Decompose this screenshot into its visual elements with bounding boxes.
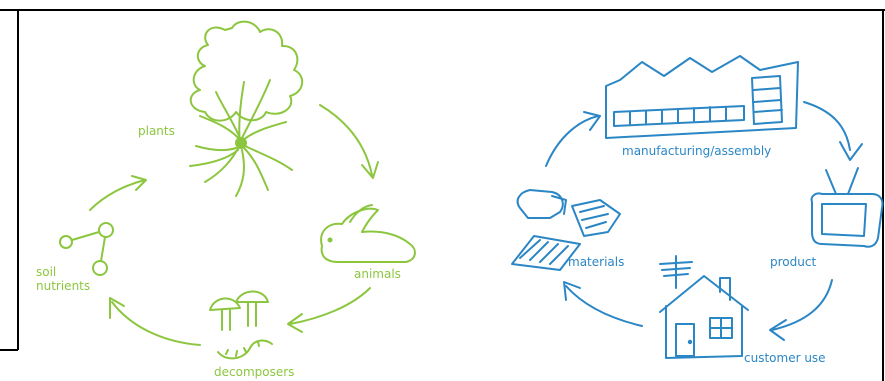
- house-icon: [659, 255, 749, 359]
- arrow-factory-to-product: [803, 101, 863, 161]
- nutrients-label: nutrients: [36, 279, 90, 293]
- animals-label: animals: [354, 267, 401, 281]
- product-label: product: [770, 255, 816, 269]
- worm-icon: [217, 339, 273, 360]
- molecule-icon: [59, 222, 114, 276]
- arrow-animals-to-decomposers: [287, 287, 371, 333]
- arrow-customer-to-materials: [563, 281, 643, 327]
- customer-use-label: customer use: [744, 351, 826, 365]
- tree-icon: [189, 20, 304, 197]
- tv-icon: [810, 167, 884, 248]
- plants-label: plants: [138, 124, 175, 138]
- arrow-plants-to-animals: [319, 104, 379, 179]
- raw-materials-icon: [511, 189, 621, 271]
- decomposers-label: decomposers: [214, 365, 294, 379]
- materials-label: materials: [568, 255, 624, 269]
- mushroom-icon: [209, 290, 269, 331]
- frame: [0, 9, 885, 381]
- arrow-soil-to-plants: [89, 175, 147, 211]
- arrow-product-to-customer: [769, 279, 833, 341]
- arrow-materials-to-factory: [545, 111, 601, 167]
- soil-label: soil: [36, 265, 56, 279]
- factory-icon: [605, 55, 799, 139]
- rabbit-icon: [320, 204, 416, 263]
- manufacturing-label: manufacturing/assembly: [622, 144, 771, 158]
- arrow-decomposers-to-soil: [109, 297, 201, 346]
